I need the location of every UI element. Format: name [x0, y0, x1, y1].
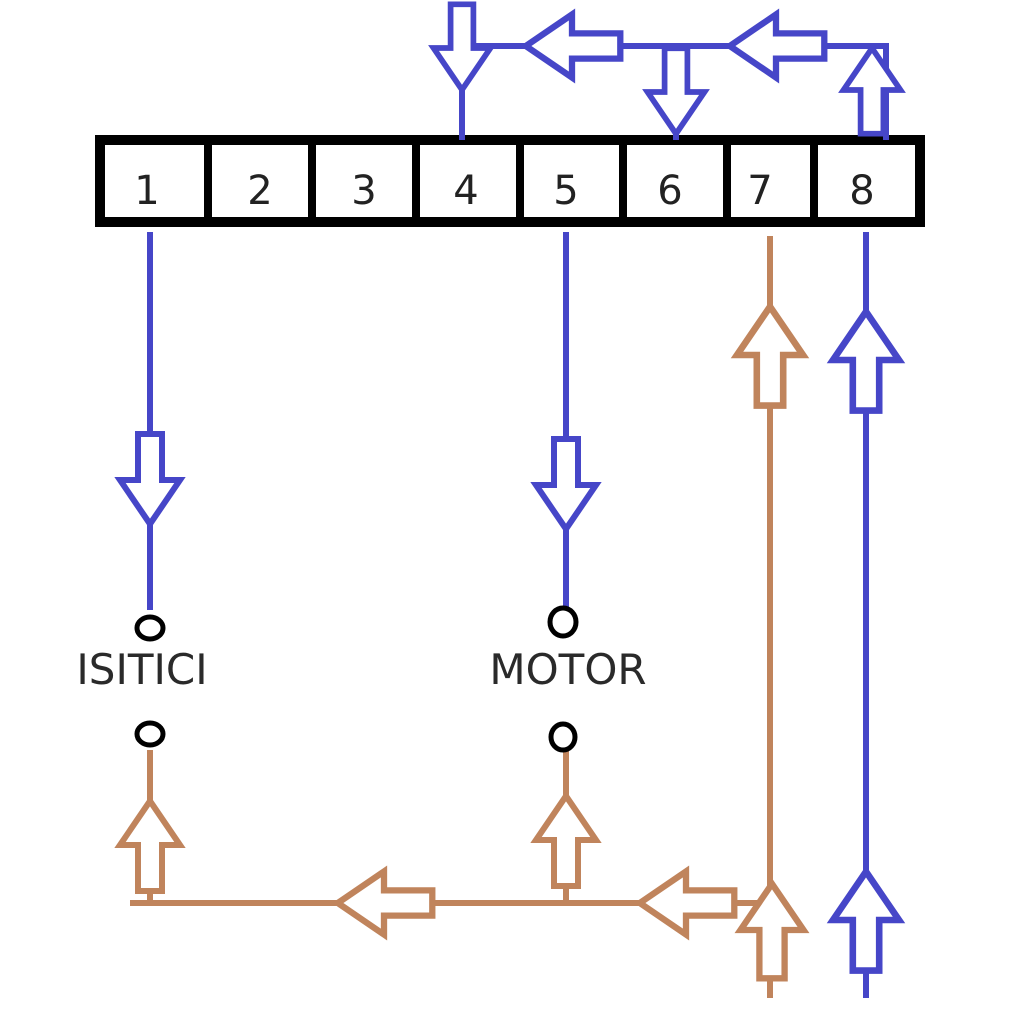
heater-device: ISITICI	[76, 614, 208, 748]
arrow-left-bus-left-icon	[332, 865, 436, 941]
motor-device: MOTOR	[489, 605, 647, 753]
terminal-3-label: 3	[351, 168, 376, 214]
arrow-up-motor-return-icon	[530, 790, 602, 889]
terminal-1-label: 1	[134, 168, 159, 214]
terminal-block-frame	[95, 135, 925, 227]
arrow-up-supply-7-lower-icon	[734, 878, 810, 982]
arrow-up-supply-8-lower-icon	[826, 865, 906, 974]
arrow-down-to-4-icon	[428, 1, 496, 95]
arrow-left-bus-right-icon	[634, 865, 738, 941]
terminal-4-label: 4	[453, 168, 478, 214]
terminal-2-label: 2	[247, 168, 272, 214]
motor-label: MOTOR	[489, 645, 646, 694]
terminal-6-label: 6	[657, 168, 682, 214]
terminal-8-label: 8	[849, 168, 874, 214]
terminal-7-label: 7	[747, 168, 772, 214]
heater-top-contact	[134, 614, 166, 642]
arrow-down-heater-icon	[114, 431, 186, 530]
motor-top-contact	[547, 605, 579, 639]
heater-label: ISITICI	[76, 645, 207, 694]
arrow-left-top-1-icon	[520, 8, 624, 84]
arrow-up-from-8-icon	[838, 43, 906, 137]
arrow-up-supply-8-upper-icon	[826, 305, 906, 414]
arrow-left-top-2-icon	[724, 8, 828, 84]
arrow-up-supply-7-upper-icon	[730, 300, 810, 409]
arrow-down-motor-icon	[530, 436, 602, 535]
arrow-down-to-6-icon	[642, 45, 710, 139]
terminal-5-label: 5	[553, 168, 578, 214]
arrow-up-heater-return-icon	[114, 795, 186, 894]
terminal-block: 1 2 3 4 5 6 7 8	[95, 135, 925, 227]
heater-bottom-contact	[134, 720, 166, 748]
motor-bottom-contact	[548, 721, 578, 753]
